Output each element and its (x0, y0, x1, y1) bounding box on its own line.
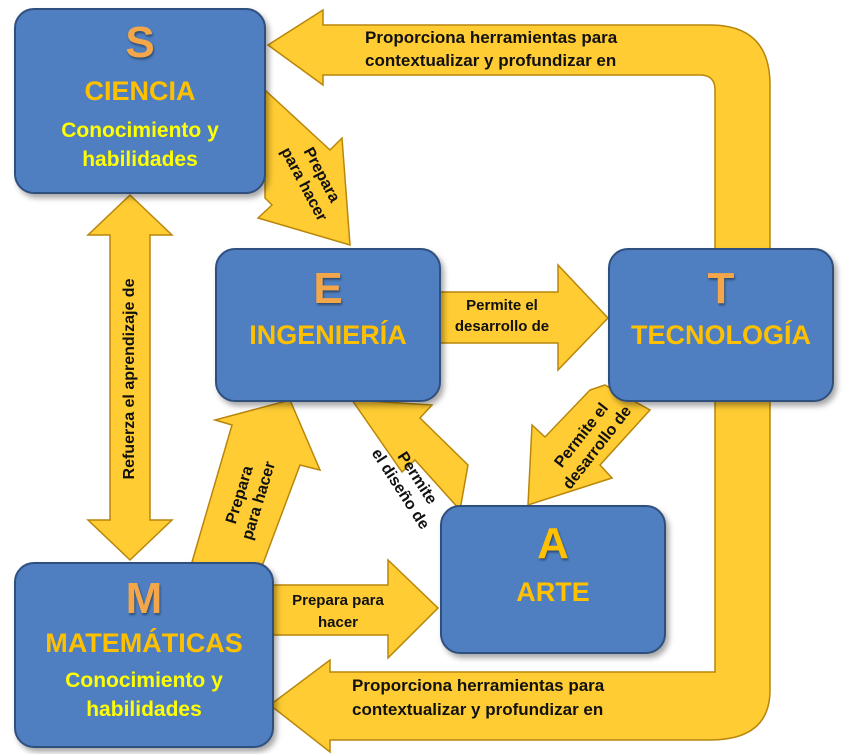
label-matematicas-arte: Prepara para hacer (278, 590, 398, 634)
label-refuerza: Refuerza el aprendizaje de (121, 278, 138, 480)
ciencia-sub-line2: habilidades (82, 148, 198, 171)
label-mat-arte-line1: Prepara para (292, 592, 384, 609)
arrow-ciencia-ingenieria (256, 88, 351, 247)
label-mat-arte-line2: hacer (317, 614, 359, 631)
label-bottom-line1: Proporciona herramientas para (352, 676, 605, 695)
label-top-line1: Proporciona herramientas para (365, 28, 618, 47)
label-top-line2: contextualizar y profundizar en (365, 51, 617, 70)
arrow-ingenieria-tecnologia (439, 263, 610, 372)
label-ingenieria-tecnologia: Permite el desarrollo de (446, 295, 558, 337)
letter-a: A (537, 519, 569, 568)
label-ing-tec-line2: desarrollo de (454, 318, 550, 335)
title-ciencia: CIENCIA (84, 76, 196, 106)
title-arte: ARTE (516, 577, 590, 607)
title-ingenieria: INGENIERÍA (249, 320, 407, 350)
arrow-matematicas-arte (271, 558, 440, 660)
letter-s: S (125, 18, 155, 67)
box-ciencia: S CIENCIA Conocimiento y habilidades (14, 8, 266, 194)
title-tecnologia: TECNOLOGÍA (631, 320, 811, 350)
loop-arrow (266, 8, 771, 754)
matematicas-sub-line2: habilidades (86, 698, 202, 721)
label-ing-tec-line1: Permite el (466, 297, 538, 314)
box-arte: A ARTE (440, 505, 666, 654)
letter-m: M (125, 574, 163, 623)
letter-t: T (707, 264, 735, 313)
arrow-arte-ingenieria (350, 399, 469, 512)
letter-e: E (313, 264, 343, 313)
box-matematicas: M MATEMÁTICAS Conocimiento y habilidades (14, 562, 274, 748)
matematicas-sub-line1: Conocimiento y (65, 669, 223, 692)
label-bottom-line2: contextualizar y profundizar en (352, 700, 604, 719)
box-ingenieria: E INGENIERÍA (215, 248, 441, 402)
arrow-refuerza (86, 193, 174, 562)
title-matematicas: MATEMÁTICAS (45, 628, 243, 658)
ciencia-sub-line1: Conocimiento y (61, 119, 219, 142)
box-tecnologia: T TECNOLOGÍA (608, 248, 834, 402)
